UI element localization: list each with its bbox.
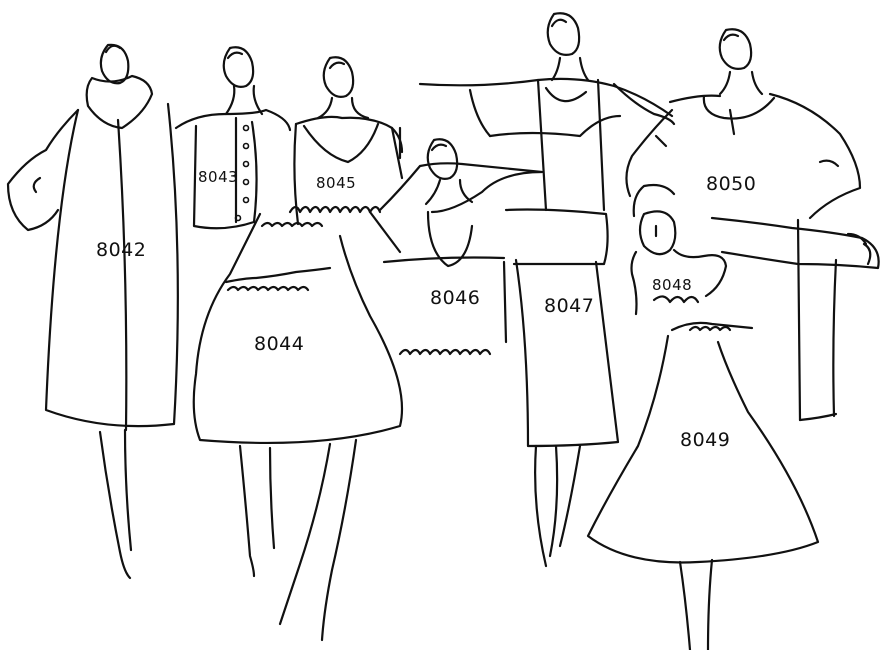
figure-8045 xyxy=(288,56,544,226)
style-code-8044: 8044 xyxy=(254,333,304,355)
style-code-8047: 8047 xyxy=(544,295,594,317)
figure-8047 xyxy=(418,12,676,568)
style-code-8050: 8050 xyxy=(706,173,756,195)
style-code-8043: 8043 xyxy=(198,168,238,186)
style-code-8045: 8045 xyxy=(316,174,356,192)
style-code-8048: 8048 xyxy=(652,276,692,294)
figure-8050 xyxy=(625,28,862,422)
figure-8046 xyxy=(368,138,508,356)
style-code-8049: 8049 xyxy=(680,429,730,451)
figure-8044 xyxy=(192,212,404,642)
figure-8043 xyxy=(174,46,292,230)
style-code-8042: 8042 xyxy=(96,239,146,261)
figure-8042 xyxy=(6,43,179,580)
figure-8048 xyxy=(630,183,880,316)
style-code-8046: 8046 xyxy=(430,287,480,309)
figure-8049 xyxy=(586,321,820,650)
